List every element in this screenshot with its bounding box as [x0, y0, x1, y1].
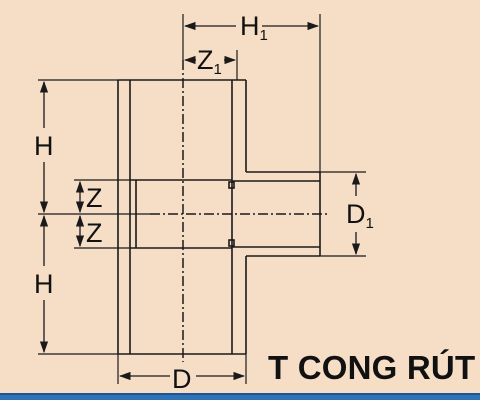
- label-masks: [32, 10, 374, 392]
- z1-label: Z: [197, 45, 214, 75]
- d1-subscript: 1: [366, 215, 374, 232]
- pipe-body-outline: [117, 79, 321, 355]
- svg-text:Z1: Z1: [197, 45, 222, 78]
- svg-text:D1: D1: [346, 199, 374, 232]
- h-bottom-label: H: [34, 269, 54, 299]
- z-top-label: Z: [86, 183, 103, 213]
- h-top-label: H: [34, 131, 54, 161]
- z-bottom-label: Z: [86, 218, 103, 248]
- center-lines: [150, 60, 330, 368]
- product-title: T CONG RÚT: [268, 349, 476, 386]
- d-label: D: [172, 364, 192, 394]
- dimension-labels: H1 Z1 H H Z Z D1 D: [34, 11, 374, 394]
- svg-text:H1: H1: [240, 11, 268, 44]
- bottom-accent-bar: [0, 393, 480, 400]
- h1-subscript: 1: [260, 27, 268, 44]
- d1-label: D: [346, 199, 366, 229]
- h1-label: H: [240, 11, 260, 41]
- extension-lines: [38, 14, 366, 384]
- z1-subscript: 1: [214, 61, 222, 78]
